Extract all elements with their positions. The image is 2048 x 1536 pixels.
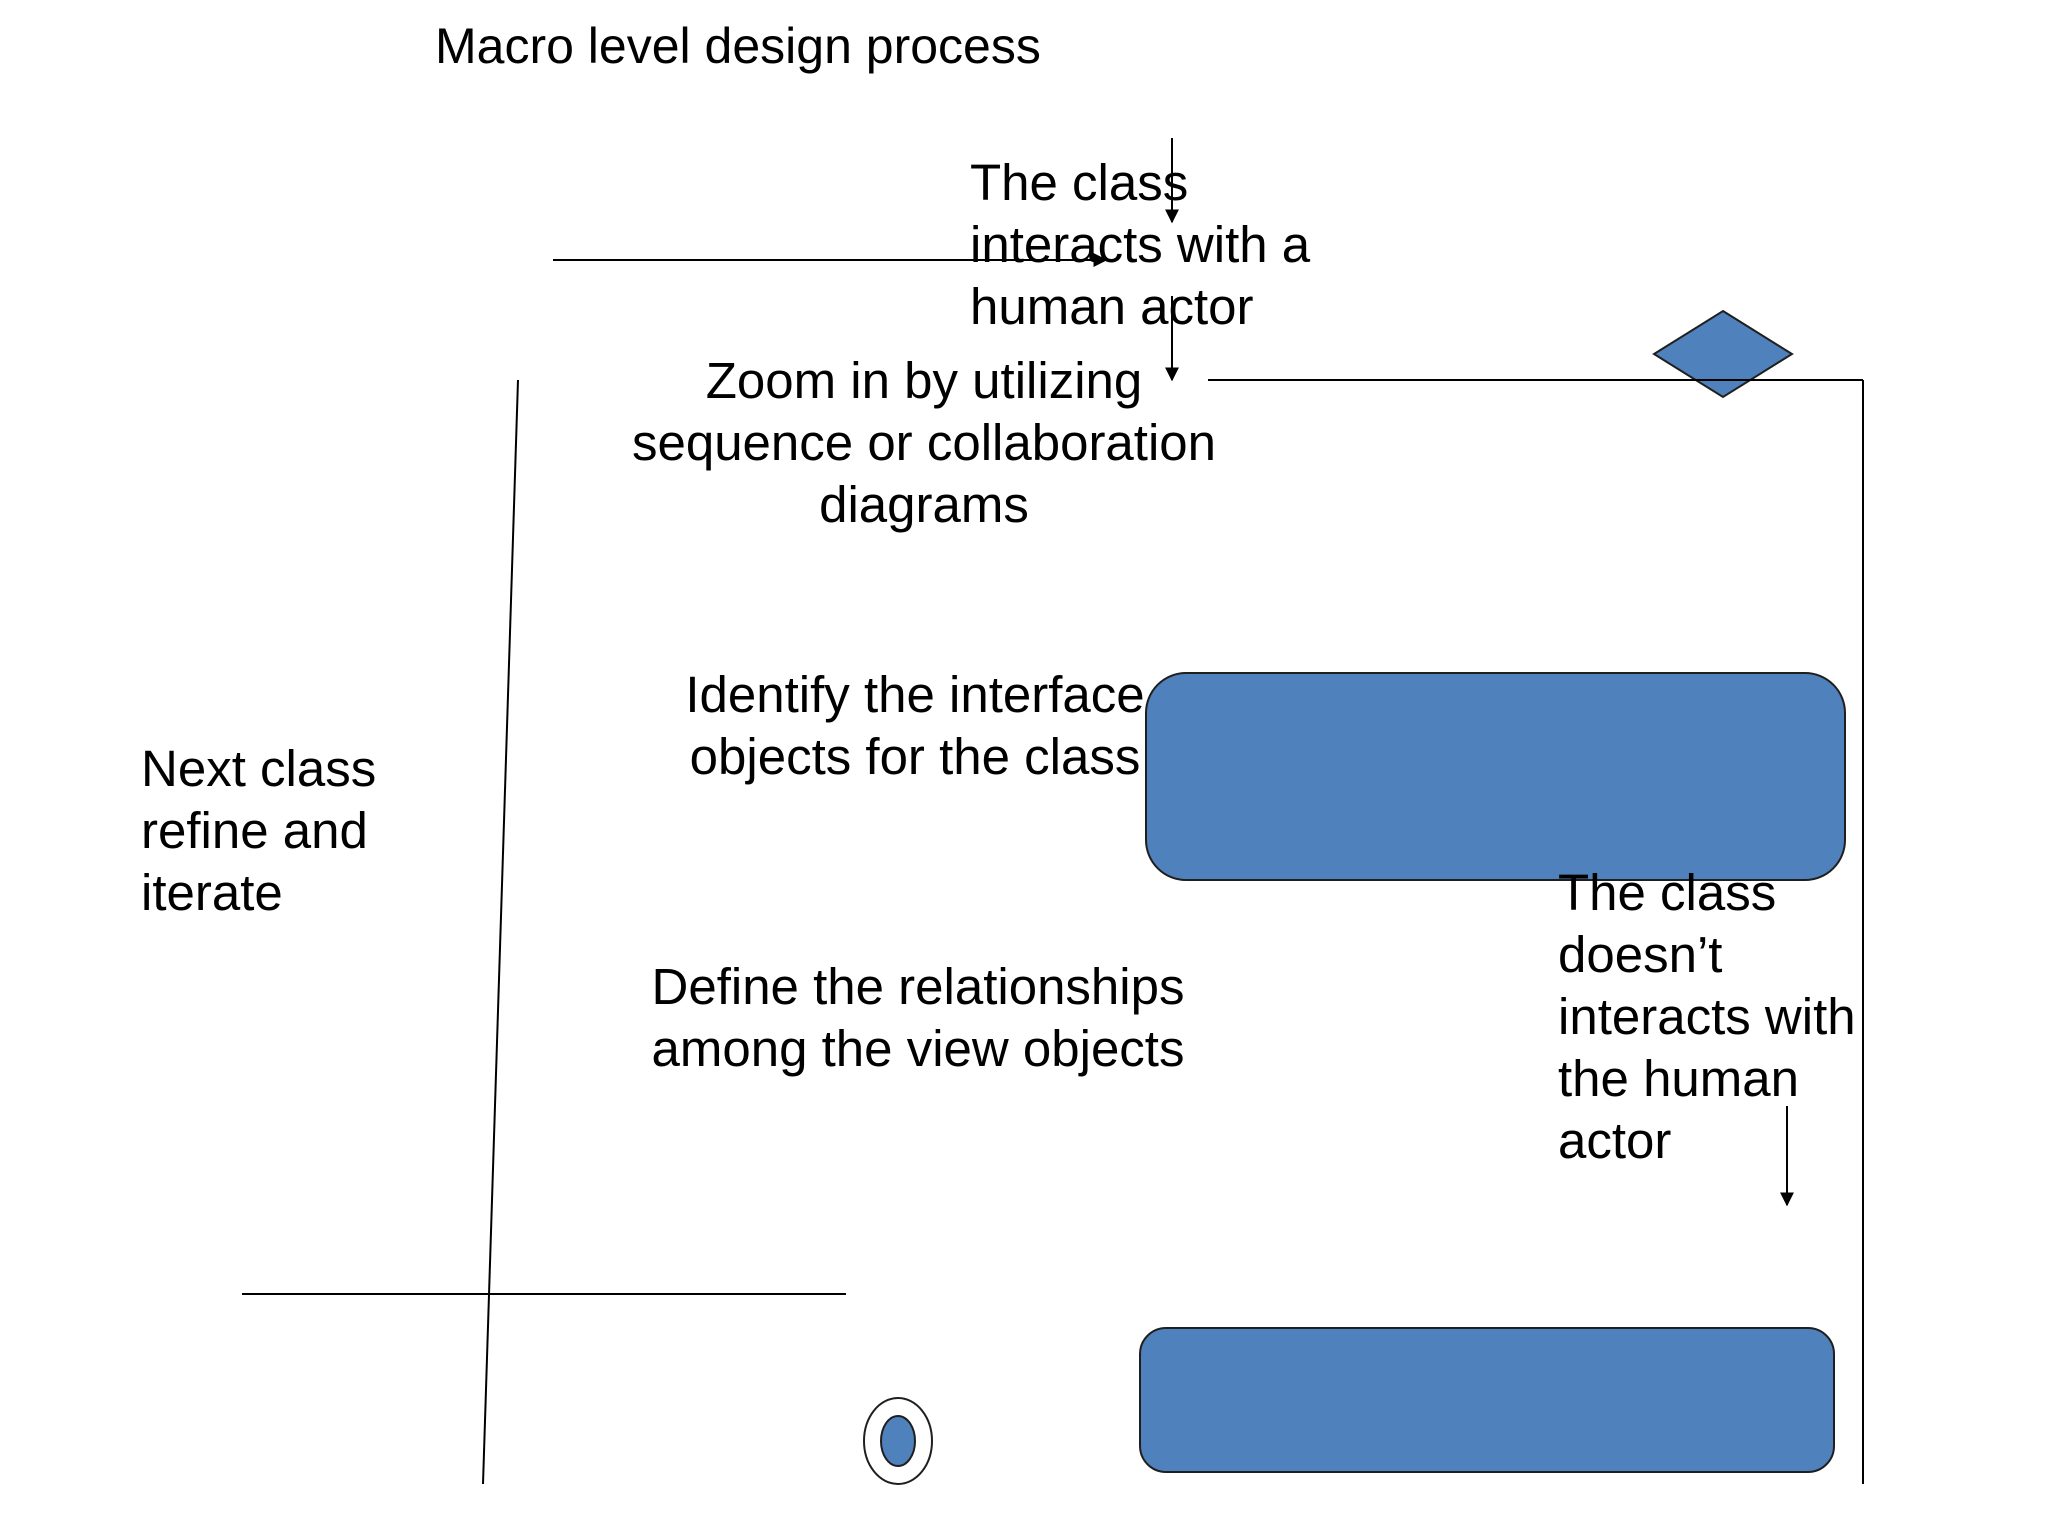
activity-box-upper: [1145, 672, 1846, 881]
flow-line-left-vertical: [482, 379, 519, 1485]
diagram-title: Macro level design process: [435, 18, 1041, 74]
label-class-interacts: The class interacts with a human actor: [970, 154, 1311, 335]
label-next-class: Next class refine and iterate: [141, 740, 377, 921]
label-zoom-in: Zoom in by utilizing sequence or collabo…: [631, 352, 1217, 533]
label-define-relationships: Define the relationships among the view …: [651, 958, 1185, 1077]
final-node-inner: [880, 1415, 916, 1467]
label-class-not-interacts: The class doesn’t interacts with the hum…: [1558, 864, 1856, 1169]
label-identify-interface: Identify the interface objects for the c…: [685, 666, 1145, 785]
activity-box-lower: [1139, 1327, 1835, 1473]
decision-diamond: [1652, 309, 1794, 399]
